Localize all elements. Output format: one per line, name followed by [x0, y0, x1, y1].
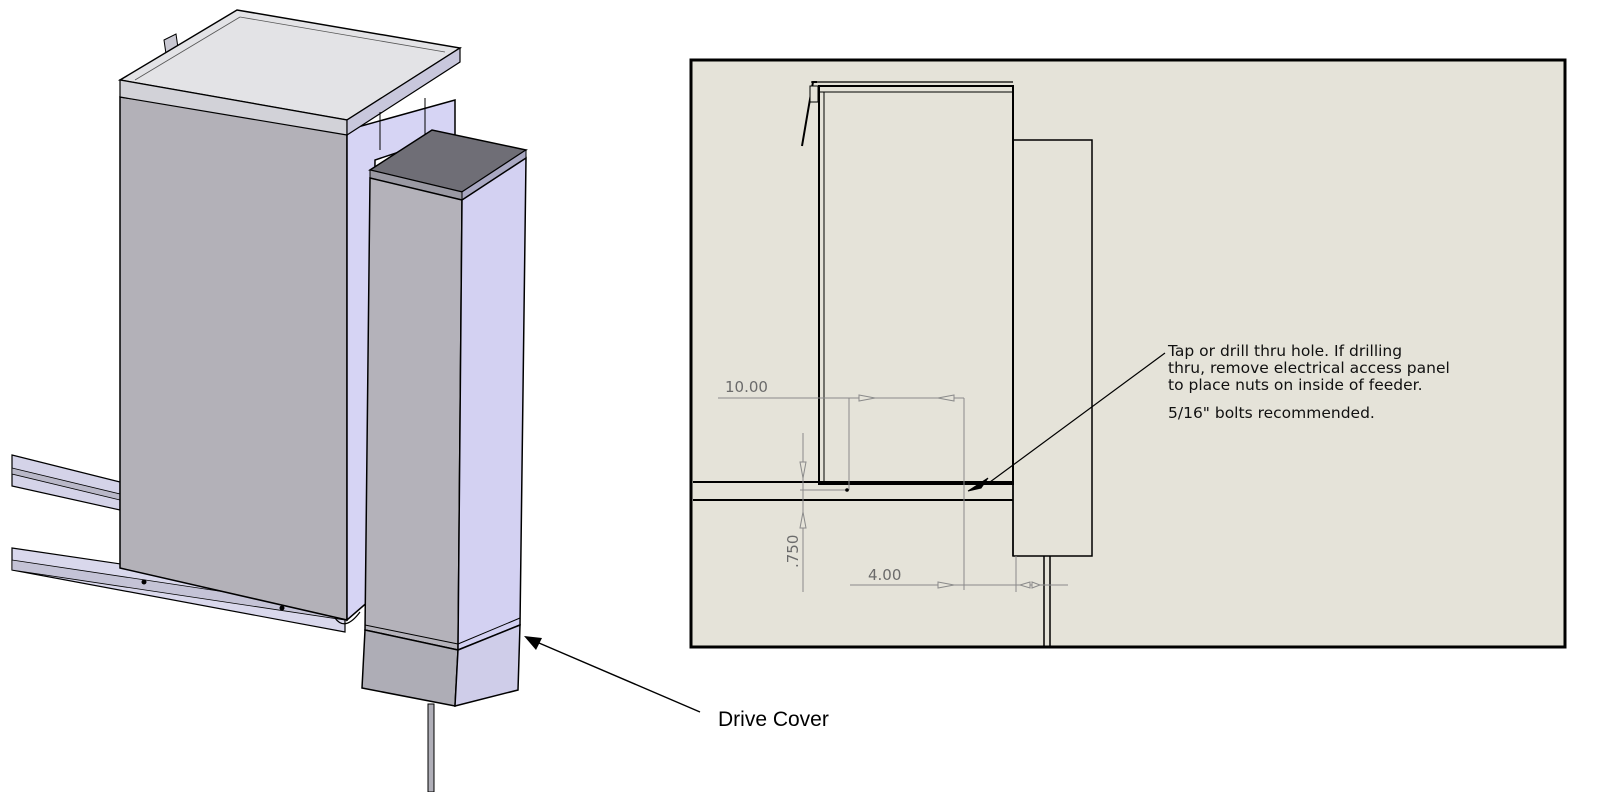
arrowhead-icon [967, 477, 989, 492]
feeder-outline [693, 81, 1093, 647]
cabinet-front [119, 96, 348, 621]
drive-cover-label: Drive Cover [718, 708, 829, 731]
note-line-3: to place nuts on inside of feeder. [1168, 376, 1423, 394]
arrowhead-icon [524, 636, 542, 650]
dimension-10-00: 10.00 [725, 378, 768, 396]
dimension-lines [718, 394, 1068, 592]
drawing-frame [689, 58, 1567, 649]
isometric-view: Drive Cover [11, 9, 829, 792]
drilling-note: Tap or drill thru hole. If drilling thru… [1167, 342, 1450, 422]
drive-cover [361, 129, 528, 792]
note-leader [967, 352, 1166, 492]
note-line-1: Tap or drill thru hole. If drilling [1167, 342, 1402, 360]
note-line-2: thru, remove electrical access panel [1168, 359, 1450, 377]
note-line-4: 5/16" bolts recommended. [1168, 404, 1375, 422]
drawing-view: 10.00 .750 4.00 Tap or drill thru hole. … [689, 58, 1567, 649]
dimension-0-750: .750 [784, 535, 802, 568]
hole-marker [845, 488, 849, 492]
dimension-4-00: 4.00 [868, 566, 901, 584]
callout-leader-line [531, 639, 701, 713]
drive-cover-callout: Drive Cover [524, 636, 829, 731]
